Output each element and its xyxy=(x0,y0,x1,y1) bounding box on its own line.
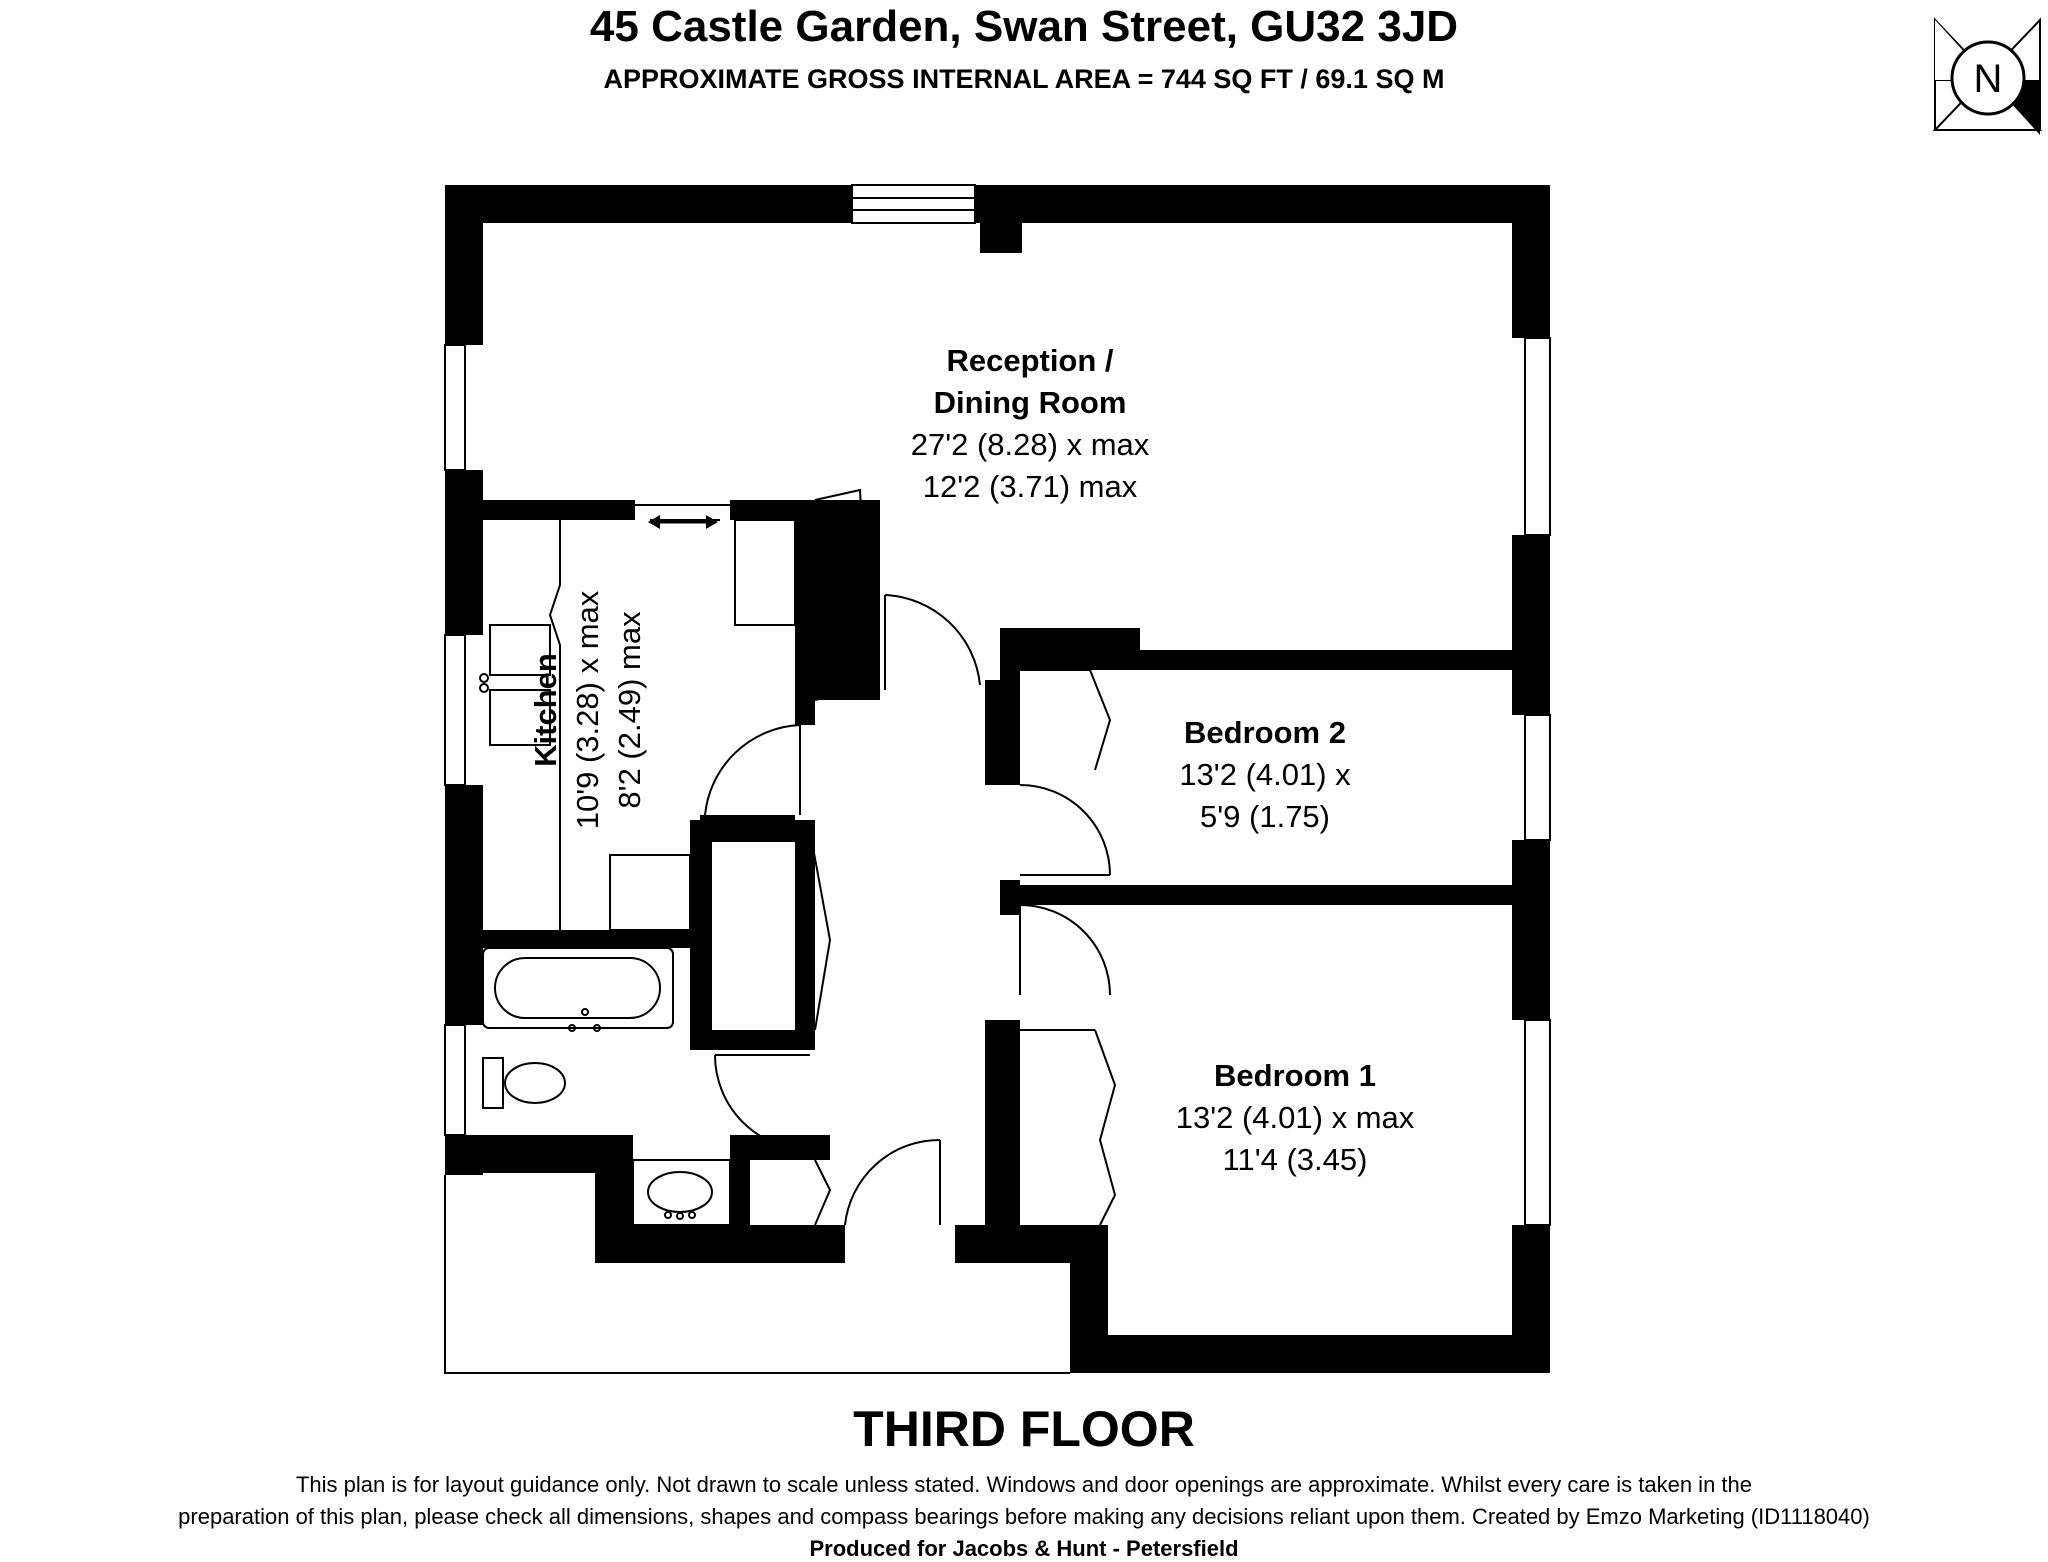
room-dimension: 12'2 (3.71) max xyxy=(922,469,1138,504)
room-name: Bedroom 2 xyxy=(1184,715,1346,750)
sliding-door-arrow-icon xyxy=(648,515,718,529)
floor-label: THIRD FLOOR xyxy=(853,1401,1195,1457)
room-name: Dining Room xyxy=(933,385,1127,420)
walls xyxy=(445,185,1550,1373)
room-dimension: 8'2 (2.49) max xyxy=(612,611,647,809)
room-dimension: 10'9 (3.28) x max xyxy=(570,590,605,830)
room-name: Reception / xyxy=(946,343,1114,378)
compass-icon: N xyxy=(1932,17,2043,135)
produced-for: Produced for Jacobs & Hunt - Petersfield xyxy=(809,1536,1239,1561)
room-dimension: 13'2 (4.01) x max xyxy=(1175,1100,1415,1135)
room-dimension: 27'2 (8.28) x max xyxy=(910,427,1150,462)
disclaimer-line-1: This plan is for layout guidance only. N… xyxy=(295,1472,1753,1497)
windows xyxy=(444,184,1551,1226)
room-reception: Reception / Dining Room 27'2 (8.28) x ma… xyxy=(830,340,1230,508)
room-bedroom-2: Bedroom 2 13'2 (4.01) x 5'9 (1.75) xyxy=(1115,712,1415,838)
disclaimer-line-2: preparation of this plan, please check a… xyxy=(178,1504,1870,1529)
kitchen-fixtures xyxy=(479,504,796,931)
room-bedroom-1: Bedroom 1 13'2 (4.01) x max 11'4 (3.45) xyxy=(1115,1055,1475,1181)
room-dimension: 11'4 (3.45) xyxy=(1222,1142,1368,1177)
bathroom-fixtures xyxy=(482,947,731,1226)
compass-label: N xyxy=(1974,57,2003,101)
room-dimension: 5'9 (1.75) xyxy=(1200,799,1330,834)
gross-area: APPROXIMATE GROSS INTERNAL AREA = 744 SQ… xyxy=(603,64,1445,94)
room-name: Bedroom 1 xyxy=(1214,1058,1376,1093)
terrace-outline xyxy=(444,1175,1070,1374)
doors xyxy=(704,488,1117,1226)
plan-title: 45 Castle Garden, Swan Street, GU32 3JD xyxy=(589,2,1459,51)
room-kitchen: Kitchen 10'9 (3.28) x max 8'2 (2.49) max xyxy=(525,480,655,940)
room-name: Kitchen xyxy=(528,653,563,767)
room-dimension: 13'2 (4.01) x xyxy=(1179,757,1351,792)
